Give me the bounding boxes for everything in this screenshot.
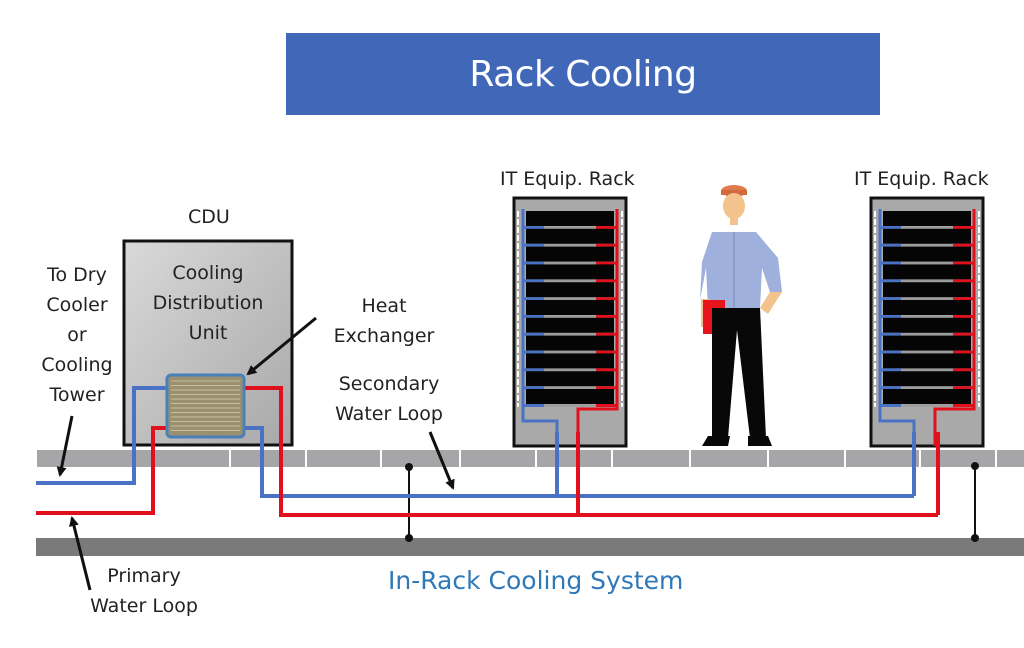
server-unit [526, 371, 614, 387]
server-unit [883, 300, 971, 315]
primary-loop-label: Primary Water Loop [80, 561, 208, 621]
server-unit [883, 264, 971, 280]
dry-cooler-arrow [56, 415, 74, 477]
floor-support [405, 462, 979, 542]
heat-exchanger-line: Exchanger [333, 325, 435, 347]
cdu-name-line: Cooling [172, 262, 244, 284]
secondary-loop-label: Secondary Water Loop [326, 369, 452, 429]
cdu-heading: CDU [188, 206, 230, 228]
it-rack-1 [512, 196, 628, 448]
secondary-hot-pipe [243, 386, 938, 517]
server-unit [883, 282, 971, 298]
server-unit [526, 264, 614, 280]
title-text: Rack Cooling [469, 53, 697, 95]
raised-floor [35, 450, 1024, 467]
server-unit [883, 317, 971, 333]
heat-exchanger [165, 373, 246, 439]
primary-loop-arrow [69, 516, 92, 591]
server-unit [883, 389, 971, 404]
primary-loop-line: Water Loop [90, 595, 198, 617]
rack-1-label: IT Equip. Rack [500, 168, 635, 190]
cdu-name-label: Cooling Distribution Unit [140, 258, 276, 348]
primary-cold-pipe [36, 386, 168, 485]
heat-exchanger-line: Heat [361, 295, 407, 317]
secondary-cold-pipe [243, 426, 914, 498]
server-unit [883, 228, 971, 244]
server-unit [526, 282, 614, 298]
concrete-slab [36, 538, 1024, 556]
dry-cooler-line: Cooler [46, 294, 108, 316]
server-unit [883, 246, 971, 262]
secondary-loop-line: Water Loop [335, 403, 443, 425]
dry-cooler-line: To Dry [47, 264, 107, 286]
cdu-name-line: Distribution [152, 292, 264, 314]
floor-base [36, 450, 1024, 467]
server-unit [883, 353, 971, 369]
server-unit [526, 353, 614, 369]
server-unit [883, 335, 971, 351]
rack-2-label: IT Equip. Rack [854, 168, 989, 190]
title-banner: Rack Cooling [286, 33, 880, 115]
system-caption: In-Rack Cooling System [388, 566, 684, 595]
hot-manifold [933, 209, 976, 446]
technician-figure [700, 185, 782, 446]
primary-hot-pipe [36, 426, 168, 515]
heat-exchanger-arrow [246, 316, 317, 376]
server-unit [526, 228, 614, 244]
hot-manifold [576, 209, 619, 446]
server-unit [883, 371, 971, 387]
dry-cooler-line: or [67, 324, 87, 346]
cdu-name-line: Unit [188, 322, 228, 344]
server-unit [526, 246, 614, 262]
it-rack-2 [869, 196, 985, 448]
server-unit [526, 211, 614, 226]
secondary-loop-line: Secondary [338, 373, 440, 395]
secondary-loop-arrow [428, 431, 455, 490]
dry-cooler-label: To Dry Cooler or Cooling Tower [28, 260, 126, 410]
heat-exchanger-label: Heat Exchanger [326, 291, 442, 351]
dry-cooler-line: Tower [49, 384, 105, 406]
server-unit [526, 335, 614, 351]
server-unit [526, 389, 614, 404]
dry-cooler-line: Cooling [41, 354, 113, 376]
server-unit [526, 317, 614, 333]
server-unit [883, 211, 971, 226]
primary-loop-line: Primary [107, 565, 181, 587]
server-unit [526, 300, 614, 315]
